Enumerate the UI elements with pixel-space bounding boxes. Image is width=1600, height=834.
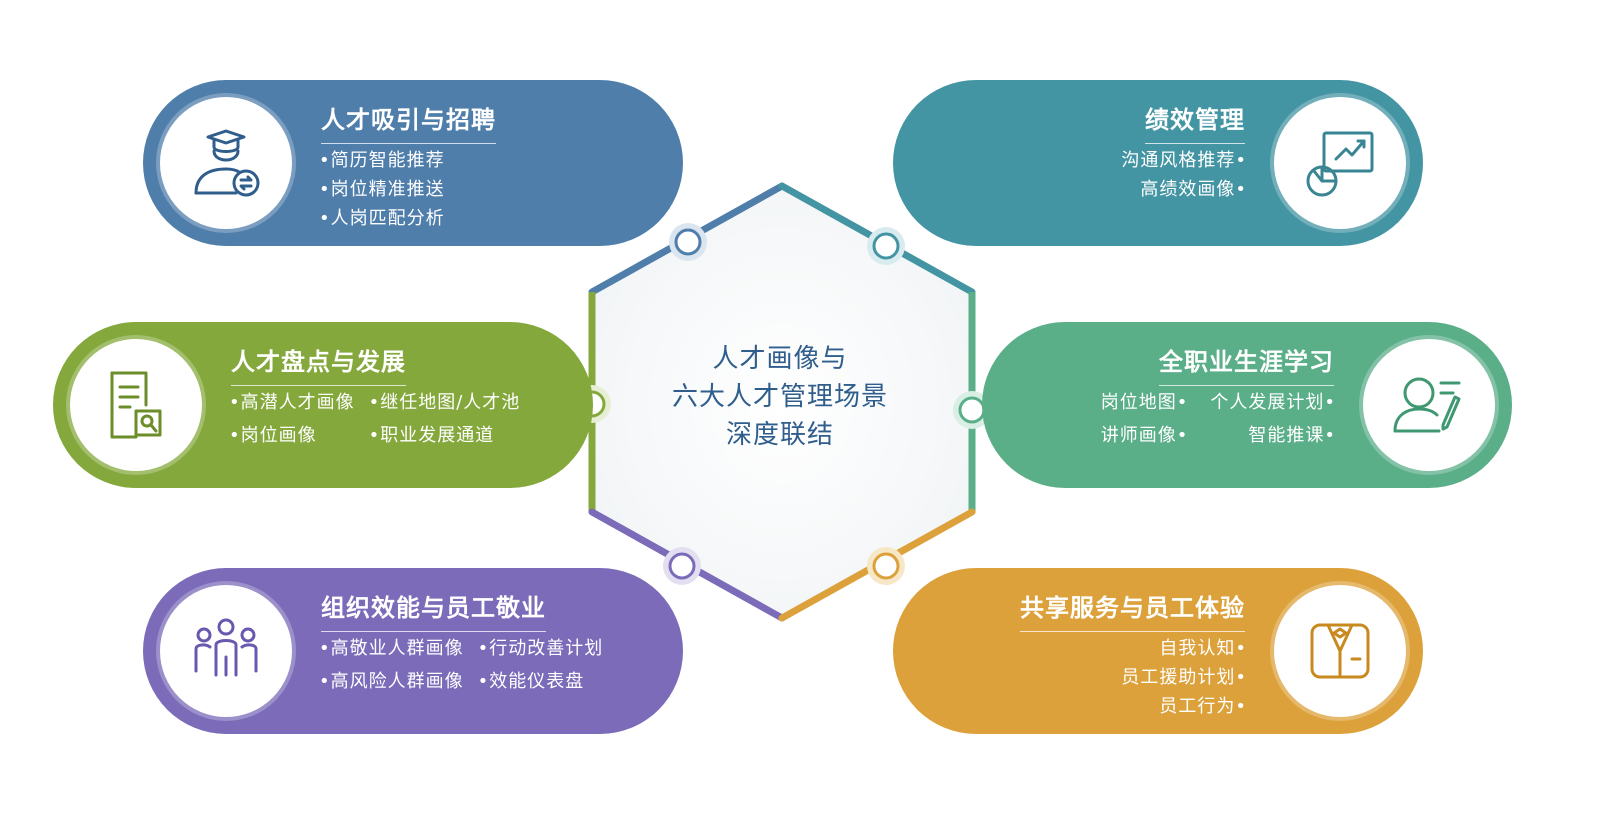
bullet-item: •效能仪表盘	[477, 671, 585, 692]
card-career-icon-circle	[1363, 339, 1495, 471]
center-line-2: 六大人才管理场景	[671, 382, 888, 412]
card-inventory-icon-circle	[70, 339, 202, 471]
card-inventory-title: 人才盘点与发展	[231, 342, 406, 386]
node-recruit	[669, 223, 707, 261]
card-career: 全职业生涯学习 岗位地图• 个人发展计划• 讲师画像• 智能推课•	[982, 322, 1512, 488]
card-performance: 绩效管理 沟通风格推荐• 高绩效画像•	[893, 80, 1423, 246]
bullet-item: •人岗匹配分析	[319, 208, 445, 229]
bullet-item: 自我认知•	[1159, 638, 1247, 659]
center-line-1: 人才画像与	[712, 344, 848, 374]
node-engagement	[663, 547, 701, 585]
card-performance-title: 绩效管理	[1145, 100, 1245, 144]
bullet-item: •行动改善计划	[477, 638, 604, 659]
graduate-person-icon	[194, 129, 260, 197]
bullet-item: •高敬业人群画像	[319, 638, 464, 659]
card-shared: 共享服务与员工体验 自我认知• 员工援助计划• 员工行为•	[893, 568, 1423, 734]
node-shared	[867, 547, 905, 585]
card-career-bullets: 岗位地图• 个人发展计划• 讲师画像• 智能推课•	[1101, 388, 1336, 450]
center-title: 人才画像与 六大人才管理场景 深度联结	[612, 340, 948, 454]
bullet-item: 讲师画像•	[1100, 425, 1189, 446]
card-recruit-title: 人才吸引与招聘	[321, 100, 496, 144]
card-engagement-bullets: •高敬业人群画像 •行动改善计划 •高风险人群画像 •效能仪表盘	[319, 634, 603, 696]
user-pen-icon	[1393, 377, 1461, 433]
card-engagement: 组织效能与员工敬业 •高敬业人群画像 •行动改善计划 •高风险人群画像 •效能仪…	[143, 568, 683, 734]
card-engagement-title: 组织效能与员工敬业	[321, 588, 546, 632]
bullet-item: •岗位精准推送	[319, 179, 445, 200]
card-inventory: 人才盘点与发展 •高潜人才画像 •继任地图/人才池 •岗位画像 •职业发展通道	[53, 322, 593, 488]
bullet-item: •继任地图/人才池	[368, 392, 521, 413]
card-career-title: 全职业生涯学习	[1159, 342, 1334, 386]
bullet-item: 岗位地图•	[1100, 392, 1189, 413]
chart-board-icon	[1306, 131, 1374, 197]
card-recruit-icon-circle	[160, 97, 292, 229]
card-shared-icon-circle	[1274, 585, 1406, 717]
bullet-item: 员工援助计划•	[1121, 667, 1247, 688]
card-performance-icon-circle	[1274, 97, 1406, 229]
bullet-item: •高潜人才画像	[229, 392, 355, 413]
bullet-item: 个人发展计划•	[1210, 392, 1336, 413]
bullet-item: 高绩效画像•	[1140, 179, 1247, 200]
bullet-item: 员工行为•	[1159, 696, 1247, 717]
bullet-item: •高风险人群画像	[319, 671, 464, 692]
bullet-item: •职业发展通道	[368, 425, 495, 446]
card-recruit: 人才吸引与招聘 •简历智能推荐 •岗位精准推送 •人岗匹配分析	[143, 80, 683, 246]
people-group-icon	[194, 618, 258, 677]
hexagon-background	[592, 190, 972, 618]
card-shared-title: 共享服务与员工体验	[1020, 588, 1245, 632]
card-inventory-bullets: •高潜人才画像 •继任地图/人才池 •岗位画像 •职业发展通道	[229, 388, 520, 450]
card-shared-bullets: 自我认知• 员工援助计划• 员工行为•	[1121, 634, 1247, 721]
card-engagement-icon-circle	[160, 585, 292, 717]
center-line-3: 深度联结	[725, 420, 834, 450]
bullet-item: 沟通风格推荐•	[1121, 150, 1247, 171]
node-performance	[867, 227, 905, 265]
suit-badge-icon	[1310, 623, 1370, 679]
node-career	[953, 391, 991, 429]
bullet-item: •岗位画像	[229, 425, 317, 446]
card-recruit-bullets: •简历智能推荐 •岗位精准推送 •人岗匹配分析	[319, 146, 445, 233]
bullet-item: 智能推课•	[1248, 425, 1336, 446]
card-performance-bullets: 沟通风格推荐• 高绩效画像•	[1121, 146, 1247, 204]
bullet-item: •简历智能推荐	[319, 150, 445, 171]
document-search-icon	[110, 371, 162, 439]
